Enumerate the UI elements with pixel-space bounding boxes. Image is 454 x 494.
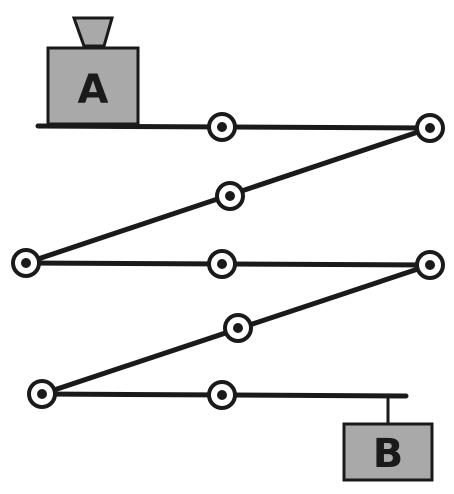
pulley	[207, 380, 237, 410]
pulley	[207, 112, 237, 142]
block-a: A	[46, 46, 140, 126]
pulley	[223, 313, 253, 343]
pulley	[27, 379, 57, 409]
pulley	[215, 181, 245, 211]
funnel-shape	[71, 16, 114, 48]
block-b-label: B	[373, 431, 404, 477]
block-a-label: A	[78, 67, 109, 113]
pulley	[415, 250, 445, 280]
pulley	[207, 249, 237, 279]
pulley	[415, 113, 445, 143]
pulley	[11, 248, 41, 278]
block-b: B	[342, 422, 434, 482]
pulleys	[11, 112, 445, 410]
